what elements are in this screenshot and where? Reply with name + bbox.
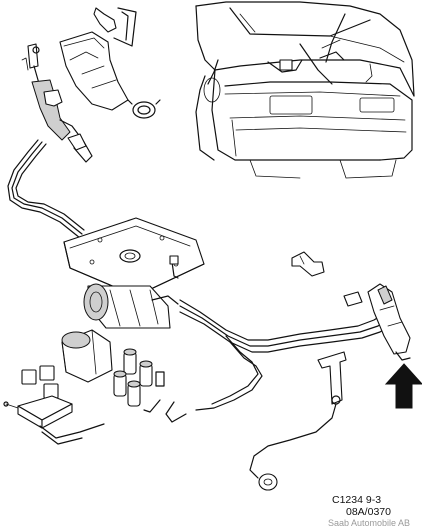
sensor-bracket — [249, 351, 347, 491]
indicator-arrow — [384, 363, 422, 409]
relays-and-module — [3, 365, 187, 445]
solenoid-valves — [113, 348, 165, 407]
fluid-reservoir — [61, 329, 113, 383]
pump-valve-unit — [63, 217, 205, 329]
copyright-credit: Saab Automobile AB — [328, 518, 411, 528]
edition-code: 08A/0370 — [346, 506, 391, 518]
hose-fitting — [291, 251, 325, 277]
right-cylinder-assembly — [343, 283, 422, 409]
figure-number: C1234 9-3 — [332, 494, 382, 506]
hydraulic-lines — [7, 139, 397, 411]
pump-cover — [59, 7, 161, 119]
car-rear-view — [195, 1, 415, 179]
left-cylinder-assembly — [21, 43, 93, 163]
